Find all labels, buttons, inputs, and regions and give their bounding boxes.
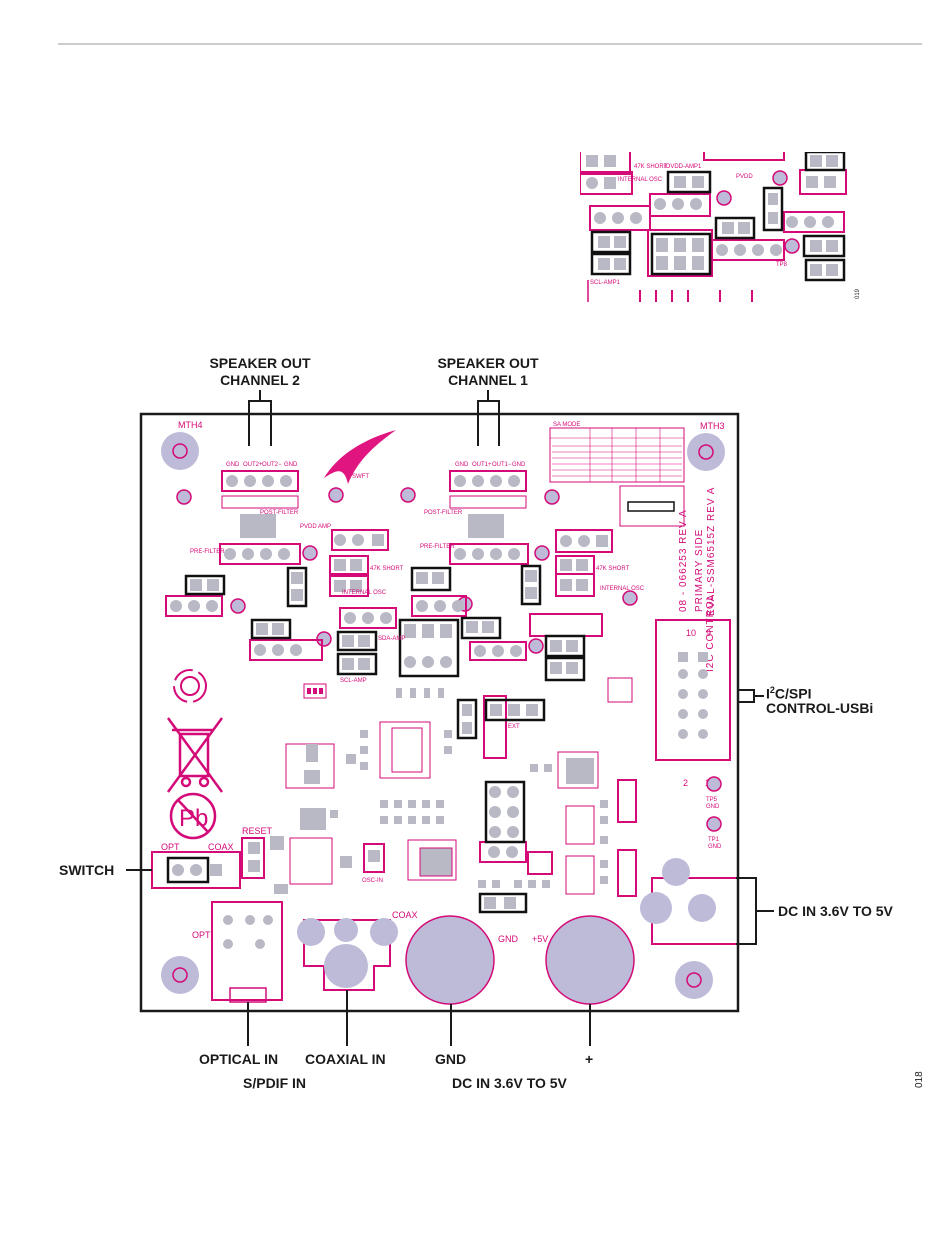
svg-text:+5V: +5V xyxy=(532,934,548,944)
speaker-out-ch1-line1: SPEAKER OUT xyxy=(437,355,539,371)
svg-text:2: 2 xyxy=(683,778,688,788)
svg-text:SA MODE: SA MODE xyxy=(553,422,580,428)
mounting-hole-mth3: MTH3 xyxy=(687,421,725,471)
svg-text:OUT1+: OUT1+ xyxy=(472,462,492,468)
i2c-prefix: I xyxy=(766,685,770,702)
svg-text:PRE-FILTER: PRE-FILTER xyxy=(190,549,225,555)
i2c-spi-control-header: I2C CONTROL 9 10 1 2 xyxy=(655,594,731,788)
board-id-label: 08 - 066253 REV A xyxy=(678,509,689,612)
plus-label: + xyxy=(585,1051,594,1067)
svg-text:RESET: RESET xyxy=(242,826,273,836)
inset-pvdd-label: PVDD xyxy=(736,174,753,180)
inset-zoom-detail: 47K SHORT INTERNAL OSC IOVDD-AMP1 PVDD S… xyxy=(580,152,848,302)
selector-switch xyxy=(303,683,327,699)
svg-text:EXT: EXT xyxy=(508,724,520,730)
inset-tp8-label: TP8 xyxy=(776,262,788,268)
svg-text:SCL-AMP: SCL-AMP xyxy=(340,678,367,684)
svg-text:TP5: TP5 xyxy=(706,797,718,803)
svg-text:COAX: COAX xyxy=(208,842,234,852)
i2c-spi-label: I2C/SPI xyxy=(766,682,811,703)
svg-text:GND: GND xyxy=(226,462,240,468)
svg-text:GND: GND xyxy=(284,462,298,468)
speaker-out-ch2-line2: CHANNEL 2 xyxy=(220,372,300,388)
codec-chip xyxy=(391,727,423,773)
callout-leaders xyxy=(126,390,774,1046)
usb-bridge-chip xyxy=(566,758,594,784)
main-figure-number: 018 xyxy=(914,1071,925,1088)
gnd-label: GND xyxy=(435,1051,467,1067)
svg-text:INTERNAL OSC: INTERNAL OSC xyxy=(342,590,387,596)
svg-text:Pb: Pb xyxy=(179,805,208,832)
svg-text:MTH4: MTH4 xyxy=(178,420,203,430)
recycle-symbol xyxy=(173,669,207,703)
inset-scl-amp-label: SCL-AMP1 xyxy=(590,280,621,286)
speaker-out-channel-2-label: SPEAKER OUT CHANNEL 2 xyxy=(190,355,330,389)
svg-text:OUT2+: OUT2+ xyxy=(243,462,263,468)
lead-free-icon: Pb xyxy=(169,792,217,840)
i2c-superscript: 2 xyxy=(769,685,775,695)
spdif-in-label: S/PDIF IN xyxy=(243,1075,307,1091)
svg-text:47K SHORT: 47K SHORT xyxy=(596,566,630,572)
svg-text:PRE-FILTER: PRE-FILTER xyxy=(420,544,455,550)
svg-text:OPT: OPT xyxy=(192,930,211,940)
inset-iovdd-amp-label: IOVDD-AMP1 xyxy=(664,164,702,170)
inset-47k-short-label: 47K SHORT xyxy=(634,164,668,170)
plus-power-post xyxy=(545,915,635,1005)
svg-text:10: 10 xyxy=(686,628,696,638)
coaxial-in-label: COAXIAL IN xyxy=(305,1051,386,1067)
adi-swift-logo xyxy=(324,430,396,484)
mounting-hole-mth2 xyxy=(161,956,199,994)
speaker-out-channel-1-label: SPEAKER OUT CHANNEL 1 xyxy=(418,355,558,389)
gnd-power-post xyxy=(405,915,495,1005)
svg-text:INTERNAL OSC: INTERNAL OSC xyxy=(600,586,645,592)
board-outline xyxy=(139,412,740,1013)
svg-text:I2C CONTROL: I2C CONTROL xyxy=(705,594,716,672)
svg-text:SDA-AMP: SDA-AMP xyxy=(378,636,405,642)
svg-text:47K SHORT: 47K SHORT xyxy=(370,566,404,572)
mounting-hole-mth1 xyxy=(675,961,713,999)
svg-text:PVDD AMP: PVDD AMP xyxy=(300,524,331,530)
dc-in-bottom-label: DC IN 3.6V TO 5V xyxy=(452,1075,567,1091)
svg-text:OSC-IN: OSC-IN xyxy=(362,878,383,884)
i2c-suffix: C/SPI xyxy=(774,685,812,702)
speaker-out-ch2-line1: SPEAKER OUT xyxy=(209,355,311,371)
svg-text:MTH3: MTH3 xyxy=(700,421,725,431)
svg-text:OPT: OPT xyxy=(161,842,180,852)
svg-text:OUT1−: OUT1− xyxy=(492,462,512,468)
coax-connector xyxy=(297,918,398,991)
sa-mode-table: SA MODE xyxy=(549,422,685,527)
highlighted-jumpers xyxy=(166,564,586,914)
test-points xyxy=(176,487,722,832)
svg-text:SWFT: SWFT xyxy=(352,474,369,480)
speaker-out-ch1-line2: CHANNEL 1 xyxy=(448,372,528,388)
svg-text:GND: GND xyxy=(512,462,526,468)
optical-in-label: OPTICAL IN xyxy=(199,1051,279,1067)
svg-text:GND: GND xyxy=(708,844,722,850)
dc-in-right-label: DC IN 3.6V TO 5V xyxy=(778,903,893,919)
svg-text:POST-FILTER: POST-FILTER xyxy=(424,510,463,516)
eval-board-label: EVAL-SSM6515Z REV A xyxy=(706,487,717,616)
svg-text:9: 9 xyxy=(706,628,711,638)
svg-text:TP1: TP1 xyxy=(708,837,720,843)
inset-figure-number: 019 xyxy=(855,288,861,299)
svg-text:GND: GND xyxy=(706,804,720,810)
control-usbi-label: CONTROL-USBi xyxy=(766,700,874,716)
dc-jack xyxy=(640,858,757,945)
inset-internal-osc-label: INTERNAL OSC xyxy=(618,177,663,183)
mounting-hole-mth4: MTH4 xyxy=(161,420,203,470)
svg-text:OUT2−: OUT2− xyxy=(262,462,282,468)
weee-bin-icon xyxy=(166,717,224,793)
svg-text:POST-FILTER: POST-FILTER xyxy=(260,510,299,516)
header-pins xyxy=(170,534,608,949)
svg-text:COAX: COAX xyxy=(392,910,418,920)
svg-text:GND: GND xyxy=(498,934,519,944)
primary-side-label: PRIMARY SIDE xyxy=(694,529,705,612)
switch-label: SWITCH xyxy=(59,862,115,878)
svg-text:GND: GND xyxy=(455,462,469,468)
smd-pads xyxy=(270,688,608,894)
